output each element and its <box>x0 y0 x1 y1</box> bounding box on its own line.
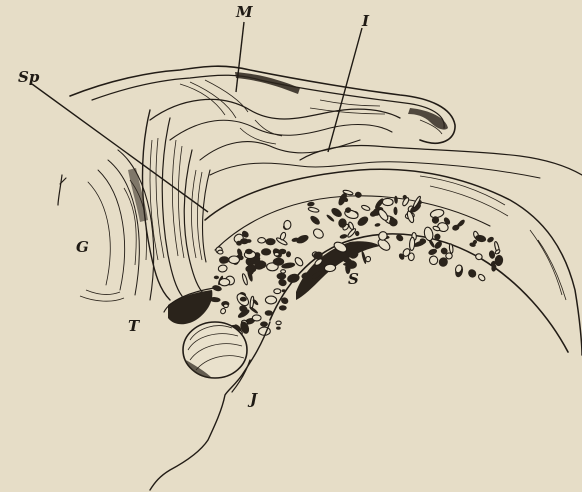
speckle-cell <box>224 304 229 307</box>
speckle-cell <box>274 253 279 256</box>
speckle-cell <box>282 289 286 292</box>
label-I: I <box>361 12 370 30</box>
speckle-cell <box>240 297 247 302</box>
speckle-cell <box>252 315 261 321</box>
speckle-cell <box>219 256 229 263</box>
label-T: T <box>128 317 141 335</box>
speckle-cell <box>214 276 219 280</box>
speckle-cell <box>261 248 271 255</box>
speckle-cell <box>265 310 273 316</box>
speckle-cell <box>265 296 276 304</box>
speckle-cell <box>229 256 240 264</box>
speckle-cell <box>324 264 336 272</box>
label-G: G <box>76 238 89 256</box>
speckle-cell <box>446 253 453 259</box>
speckle-cell <box>281 270 286 273</box>
speckle-cell <box>245 249 253 254</box>
speckle-cell <box>277 273 287 280</box>
speckle-cell <box>273 258 284 266</box>
speckle-cell <box>219 279 229 286</box>
speckle-cell <box>274 289 281 294</box>
speckle-cell <box>265 238 275 245</box>
speckle-cell <box>276 327 281 330</box>
speckle-cell <box>260 321 268 326</box>
speckle-cell <box>259 327 271 335</box>
speckle-cell <box>276 321 281 325</box>
speckle-cell <box>284 220 291 229</box>
speckle-cell <box>409 237 415 251</box>
speckle-cell <box>408 253 414 261</box>
speckle-cell <box>475 253 482 260</box>
speckle-cell <box>279 249 287 255</box>
speckle-cell <box>246 239 251 243</box>
round-ball <box>183 322 247 378</box>
speckle-cell <box>251 258 261 265</box>
label-Sp: Sp <box>18 68 40 86</box>
label-M: M <box>235 3 253 21</box>
speckle-cell <box>218 250 223 254</box>
label-S: S <box>348 270 359 288</box>
speckle-cell <box>279 305 287 310</box>
speckle-cell <box>258 238 266 243</box>
speckle-cell <box>382 198 393 206</box>
